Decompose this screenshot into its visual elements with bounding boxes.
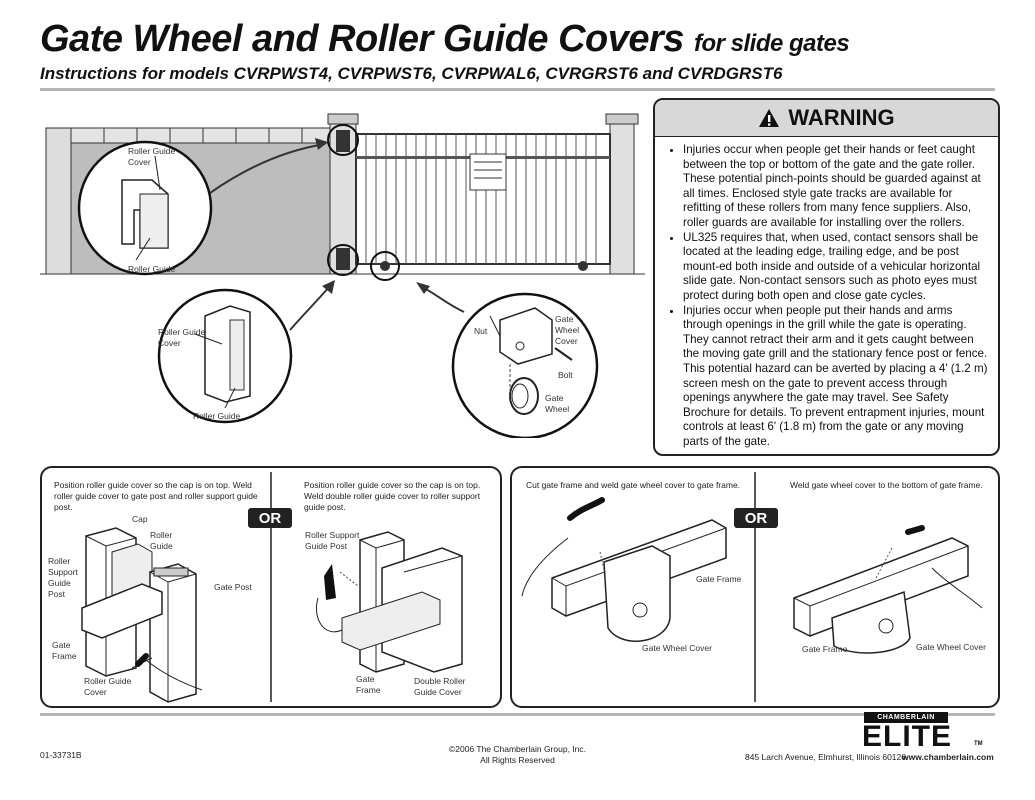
warning-item: UL325 requires that, when used, contact … [683,231,988,304]
roller-guide-instructions-panel: OR Position roller guide cover so the ca… [40,466,502,708]
or-badge-left: OR [248,508,292,528]
label-roller-guide-cover-1: Roller Guide Cover [128,146,176,167]
trademark: TM [974,741,983,747]
copyright: ©2006 The Chamberlain Group, Inc. [449,744,586,754]
label-gate-wheel-cover: Gate Wheel Cover [555,314,580,346]
elite-logo: ELITE [862,720,953,753]
gate-wheel-diagrams [521,472,983,702]
website-link[interactable]: www.chamberlain.com [902,752,994,762]
gate-wheel-instructions-panel: OR Cut gate frame and weld gate wheel co… [510,466,1000,708]
page-subtitle: Instructions for models CVRPWST4, CVRPWS… [40,64,783,83]
label-roller-guide-2: Roller Guide [193,411,241,421]
company-address: 845 Larch Avenue, Elmhurst, Illinois 601… [745,752,906,762]
label-double-roller-guide-cover: Double Roller Guide Cover [414,676,466,697]
warning-title: WARNING [788,105,895,130]
warning-box: WARNING Injuries occur when people get t… [653,98,1000,456]
warning-list: Injuries occur when people get their han… [655,143,998,449]
label-gate-wheel-cover-r1: Gate Wheel Cover [642,643,712,653]
footer-divider [40,713,995,716]
step-roller-guide-double: Position roller guide cover so the cap i… [304,480,481,512]
label-gate-frame: Gate Frame [52,640,77,661]
step-wheel-cover-bottom: Weld gate wheel cover to the bottom of g… [790,480,983,490]
page-title: Gate Wheel and Roller Guide Covers for s… [40,18,850,61]
label-roller-guide: Roller Guide [150,530,173,551]
doc-number: 01-33731B [40,750,82,760]
label-gate-wheel-cover-r2: Gate Wheel Cover [916,642,986,652]
chamberlain-logo: CHAMBERLAIN [864,712,948,723]
gate-illustration [40,113,645,438]
label-roller-guide-1: Roller Guide [128,264,176,274]
label-gate-frame-2: Gate Frame [356,674,381,695]
label-gate-wheel: Gate Wheel [545,393,570,414]
label-gate-post: Gate Post [214,582,252,592]
warning-triangle-icon [759,109,780,127]
header-divider [40,88,995,91]
label-gate-frame-r1: Gate Frame [696,574,742,584]
warning-item: Injuries occur when people get their han… [683,143,988,231]
warning-header: WARNING [655,100,998,137]
rights-reserved: All Rights Reserved [480,755,555,765]
label-nut: Nut [474,326,488,336]
label-bolt: Bolt [558,370,573,380]
title-main: Gate Wheel and Roller Guide Covers [40,18,684,60]
label-gate-frame-r2: Gate Frame [802,644,848,654]
title-suffix: for slide gates [694,30,850,57]
warning-item: Injuries occur when people put their han… [683,304,988,450]
step-wheel-cover-cut: Cut gate frame and weld gate wheel cover… [526,480,741,490]
label-roller-support-guide-post: Roller Support Guide Post [48,556,78,599]
label-roller-guide-cover: Roller Guide Cover [84,676,132,697]
label-roller-support-guide-post-2: Roller Support Guide Post [305,530,360,551]
or-badge-right: OR [734,508,778,528]
step-roller-guide-single: Position roller guide cover so the cap i… [54,480,258,512]
roller-guide-diagrams [81,472,463,703]
label-roller-guide-cover-2: Roller Guide Cover [158,327,206,348]
label-cap: Cap [132,514,148,524]
